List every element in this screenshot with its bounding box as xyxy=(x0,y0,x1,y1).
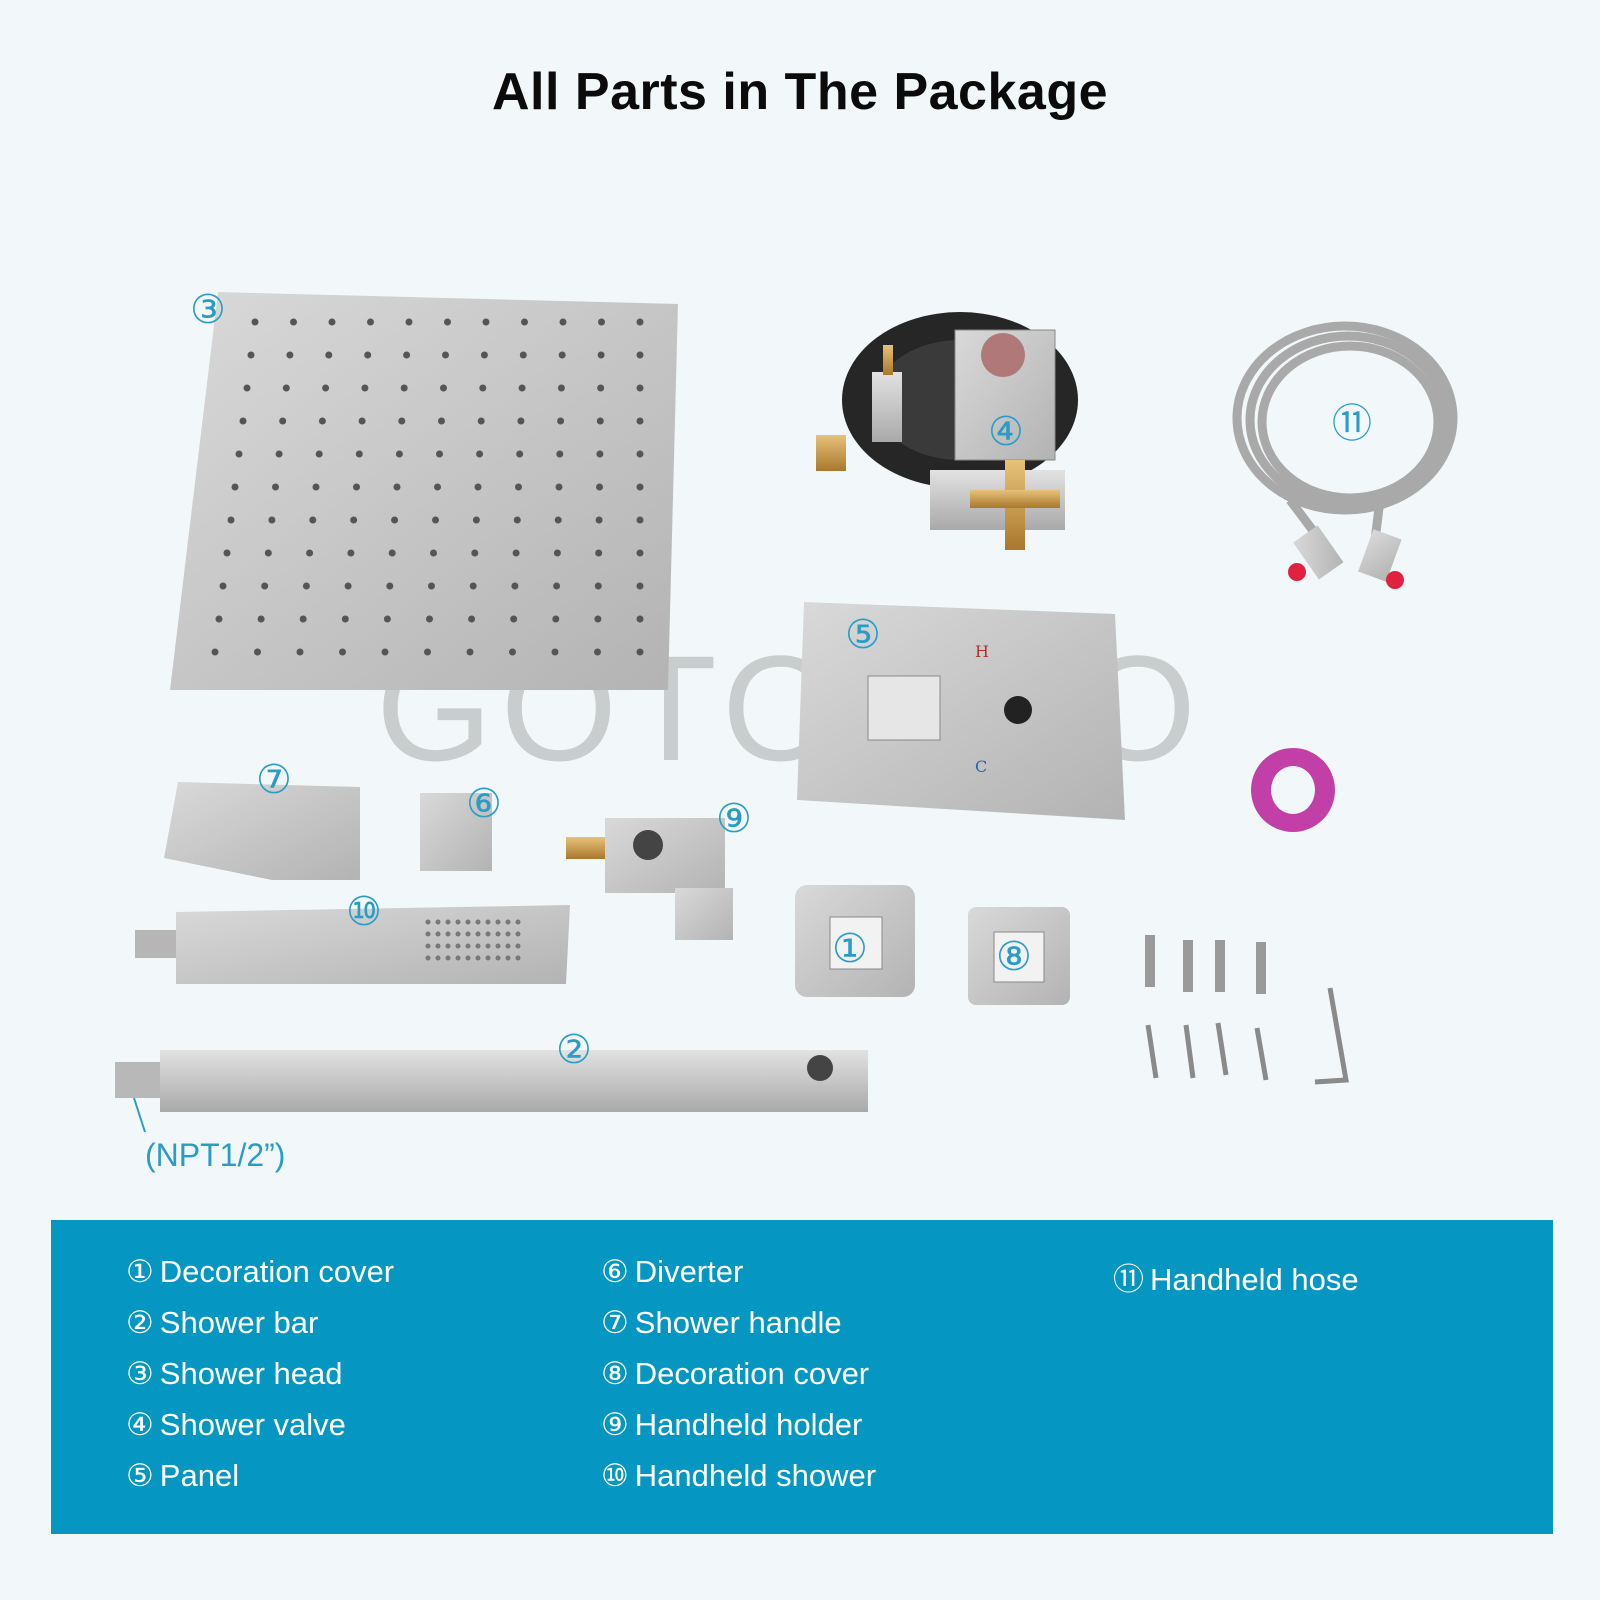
callout-11: ⑪ xyxy=(1332,401,1372,447)
mounting-hardware-image xyxy=(1145,935,1349,1085)
callout-3: ③ xyxy=(190,287,226,333)
handheld-shower-nozzles xyxy=(425,919,521,961)
teflon-tape-image xyxy=(1251,748,1335,832)
shower-handle-image xyxy=(164,782,360,880)
callout-9: ⑨ xyxy=(716,796,752,842)
callout-7: ⑦ xyxy=(256,757,292,803)
panel-cold-label: C xyxy=(975,757,987,776)
shower-bar-image xyxy=(115,1050,868,1133)
shower-head-nozzles xyxy=(211,318,644,656)
handheld-holder-image xyxy=(566,818,733,940)
callout-10: ⑩ xyxy=(346,889,382,935)
parts-photo: GOTONCO H C xyxy=(115,287,1458,1173)
shower-head-image xyxy=(170,292,678,690)
decoration-cover-1-image xyxy=(795,885,915,997)
thread-size-label: (NPT1/2”) xyxy=(145,1137,285,1173)
handheld-hose-image xyxy=(1232,321,1458,589)
shower-valve-image xyxy=(816,312,1078,550)
callout-4: ④ xyxy=(988,409,1024,455)
panel-image: H C xyxy=(797,602,1125,820)
panel-hot-label: H xyxy=(975,642,989,661)
handheld-shower-image xyxy=(135,905,570,984)
page-title: All Parts in The Package xyxy=(491,63,1109,121)
diverter-image xyxy=(420,793,492,871)
callout-6: ⑥ xyxy=(466,781,502,827)
callout-5: ⑤ xyxy=(845,612,881,658)
callout-2: ② xyxy=(556,1027,592,1073)
decoration-cover-8-image xyxy=(968,907,1070,1005)
callout-8: ⑧ xyxy=(996,934,1032,980)
callout-1: ① xyxy=(832,926,868,972)
